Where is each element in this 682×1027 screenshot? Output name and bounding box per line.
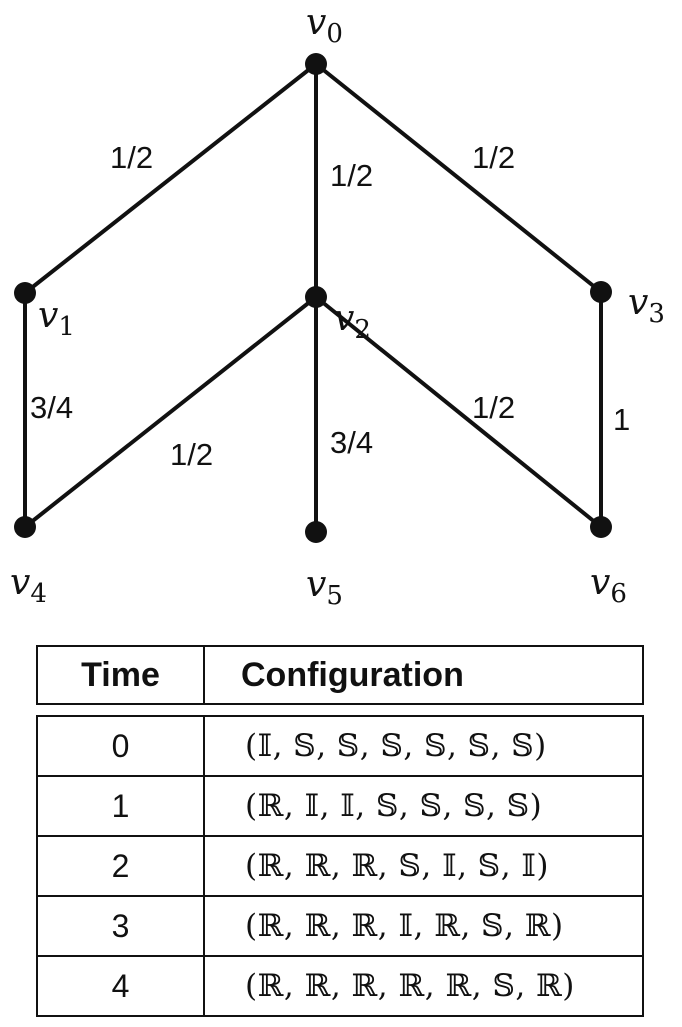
table-row: 3 (ℝ, ℝ, ℝ, 𝕀, ℝ, 𝕊, ℝ) (38, 895, 642, 955)
configuration-cell: (ℝ, ℝ, ℝ, 𝕀, ℝ, 𝕊, ℝ) (245, 908, 564, 944)
table-row: 0 (𝕀, 𝕊, 𝕊, 𝕊, 𝕊, 𝕊, 𝕊) (38, 717, 642, 775)
edge-weight-v0-v3: 1/2 (472, 140, 515, 175)
vertex-label-v3: v3 (628, 282, 665, 329)
vertex-label-v2: v2 (334, 298, 371, 345)
vertex-label-v5: v5 (306, 564, 343, 611)
table-row: 4 (ℝ, ℝ, ℝ, ℝ, ℝ, 𝕊, ℝ) (38, 955, 642, 1015)
edge-weight-v2-v4: 1/2 (170, 437, 213, 472)
edge-v0-v3 (314, 62, 603, 294)
configuration-cell: (𝕀, 𝕊, 𝕊, 𝕊, 𝕊, 𝕊, 𝕊) (245, 728, 547, 764)
vertex-label-v0: v0 (306, 2, 343, 49)
edge-weight-v0-v2: 1/2 (330, 158, 373, 193)
vertex-v3 (590, 281, 612, 303)
configuration-column-header: Configuration (241, 655, 464, 694)
table-row: 2 (ℝ, ℝ, ℝ, 𝕊, 𝕀, 𝕊, 𝕀) (38, 835, 642, 895)
edge-weight-v0-v1: 1/2 (110, 140, 153, 175)
time-cell: 0 (38, 717, 205, 775)
vertex-v6 (590, 516, 612, 538)
vertex-label-v4: v4 (10, 562, 47, 609)
edge-v0-v1 (23, 62, 318, 295)
time-cell: 3 (38, 897, 205, 955)
time-cell: 1 (38, 777, 205, 835)
time-column-header: Time (38, 647, 205, 703)
vertex-v0 (305, 53, 327, 75)
edge-weight-v1-v4: 3/4 (30, 390, 73, 425)
edge-v2-v4 (23, 295, 318, 529)
edge-weight-v3-v6: 1 (613, 402, 630, 437)
configuration-table: 0 (𝕀, 𝕊, 𝕊, 𝕊, 𝕊, 𝕊, 𝕊) 1 (ℝ, 𝕀, 𝕀, 𝕊, 𝕊… (36, 715, 644, 1017)
vertex-v2 (305, 286, 327, 308)
configuration-cell: (ℝ, 𝕀, 𝕀, 𝕊, 𝕊, 𝕊, 𝕊) (245, 788, 543, 824)
graph-diagram: 1/2 1/2 1/2 3/4 1/2 3/4 1/2 1 v0 v1 v2 v3 v4 v5 v6 (10, 2, 665, 611)
table-row: 1 (ℝ, 𝕀, 𝕀, 𝕊, 𝕊, 𝕊, 𝕊) (38, 775, 642, 835)
edge-weight-v2-v5: 3/4 (330, 425, 373, 460)
vertex-label-v1: v1 (38, 295, 75, 342)
vertex-v4 (14, 516, 36, 538)
vertex-v5 (305, 521, 327, 543)
configuration-cell: (ℝ, ℝ, ℝ, ℝ, ℝ, 𝕊, ℝ) (245, 968, 575, 1004)
edge-v2-v6 (314, 295, 603, 529)
edge-weight-v2-v6: 1/2 (472, 390, 515, 425)
configuration-cell: (ℝ, ℝ, ℝ, 𝕊, 𝕀, 𝕊, 𝕀) (245, 848, 550, 884)
time-cell: 2 (38, 837, 205, 895)
vertex-v1 (14, 282, 36, 304)
header-row: Time Configuration (38, 647, 642, 703)
time-cell: 4 (38, 957, 205, 1015)
table-header: Time Configuration (36, 645, 644, 705)
vertex-label-v6: v6 (590, 562, 627, 609)
